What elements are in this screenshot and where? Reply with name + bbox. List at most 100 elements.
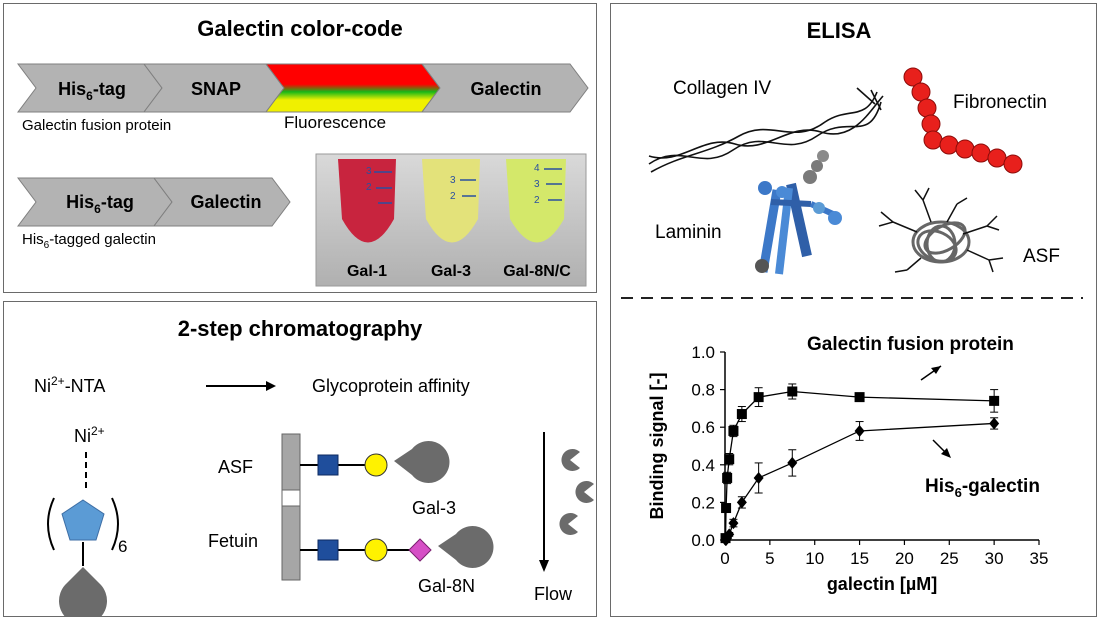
galectin-label-2: Galectin — [190, 192, 261, 212]
y-axis-label: Binding signal [-] — [647, 373, 667, 520]
panel-elisa: ELISA Collagen IV Fibronectin Laminin — [610, 3, 1097, 617]
eluted-galectin-icon — [561, 449, 580, 471]
y-tick-label: 0.6 — [691, 418, 715, 437]
glcnac-square-2 — [317, 539, 339, 561]
fusion-caption: Galectin fusion protein — [22, 117, 171, 134]
tube-label-gal-3: Gal-3 — [431, 263, 471, 280]
tube-label-gal-8nc: Gal-8N/C — [503, 263, 571, 280]
data-point-square — [989, 395, 1000, 406]
laminin-icon — [755, 150, 842, 275]
data-point-square — [753, 392, 764, 403]
asf-label: ASF — [218, 457, 253, 477]
data-point-square — [728, 425, 739, 436]
data-point-diamond — [753, 471, 764, 484]
data-point-diamond — [728, 517, 739, 530]
data-point-square — [724, 454, 735, 465]
fibronectin-label: Fibronectin — [953, 92, 1047, 113]
x-tick-label: 20 — [895, 549, 914, 568]
y-tick-label: 0.0 — [691, 531, 715, 550]
chromatography-title: 2-step chromatography — [178, 316, 423, 341]
x-tick-label: 15 — [850, 549, 869, 568]
y-tick-label: 1.0 — [691, 343, 715, 362]
histidine-pentagon — [61, 499, 105, 541]
data-point-diamond — [989, 417, 1000, 430]
data-point-diamond — [787, 456, 798, 469]
galectin-icon — [59, 567, 107, 621]
laminin-label: Laminin — [655, 222, 722, 243]
mark: 4 — [534, 163, 540, 174]
tube-gal-8nc — [506, 159, 566, 243]
data-point-diamond — [736, 496, 747, 509]
column-top — [281, 433, 301, 491]
step1-label: Ni2+-NTA — [34, 374, 105, 396]
histidine-count: 6 — [118, 537, 127, 556]
galactose-circle-2 — [364, 538, 388, 562]
fluorescence-caption: Fluorescence — [284, 113, 386, 132]
x-tick-label: 5 — [765, 549, 774, 568]
glcnac-square — [317, 454, 339, 476]
tube-gradations — [374, 168, 562, 204]
data-point-square — [721, 503, 732, 514]
chevron-his-tag — [17, 63, 163, 113]
flow-arrow-head — [539, 560, 549, 572]
series-label-his: His6-galectin — [925, 476, 1040, 500]
galactose-circle — [364, 453, 388, 477]
series-pointer-head — [931, 366, 941, 374]
data-point-square — [854, 392, 865, 403]
gal-8n-label: Gal-8N — [418, 576, 475, 596]
panel-color-code: Galectin color-code His6-tag SNAP Galect… — [3, 3, 597, 293]
x-tick-label: 0 — [720, 549, 729, 568]
gal-3-icon — [394, 441, 450, 483]
eluted-galectin-icon — [575, 481, 594, 503]
ni-label: Ni2+ — [74, 424, 105, 446]
sialic-acid-diamond — [408, 538, 432, 562]
tubes-photo: 3 2 3 2 4 3 2 Gal-1 Gal-3 Gal-8N/C — [315, 153, 587, 287]
panel-chromatography: 2-step chromatography Ni2+-NTA Glycoprot… — [3, 301, 597, 621]
data-point-diamond — [854, 424, 865, 437]
chevron-fluorescence — [265, 63, 441, 113]
y-tick-label: 0.4 — [691, 456, 715, 475]
mark: 3 — [450, 175, 456, 186]
x-tick-label: 35 — [1030, 549, 1049, 568]
asf-label: ASF — [1023, 246, 1060, 267]
elisa-title: ELISA — [807, 18, 872, 43]
column-bottom — [281, 505, 301, 581]
step2-label: Glycoprotein affinity — [312, 376, 470, 396]
chevron-galectin-2 — [153, 177, 291, 227]
mark: 3 — [366, 166, 372, 177]
series-line — [724, 390, 995, 539]
tube-gal-1 — [338, 159, 396, 243]
data-point-square — [787, 386, 798, 397]
collagen-iv-icon — [648, 87, 884, 173]
data-point-square — [736, 409, 747, 420]
x-tick-label: 30 — [985, 549, 1004, 568]
fetuin-label: Fetuin — [208, 531, 258, 551]
his-tag-label: His6-tag — [58, 79, 126, 103]
mark: 3 — [534, 179, 540, 190]
eluted-galectin-icon — [559, 513, 578, 535]
data-point-diamond — [724, 528, 735, 541]
his-tag-label-2: His6-tag — [66, 192, 134, 216]
y-tick-label: 0.2 — [691, 493, 715, 512]
chromatography-figure: 2-step chromatography Ni2+-NTA Glycoprot… — [34, 316, 594, 621]
mark: 2 — [534, 195, 540, 206]
mark: 2 — [366, 182, 372, 193]
mark: 2 — [450, 191, 456, 202]
x-tick-label: 10 — [805, 549, 824, 568]
tube-marks: 3 2 3 2 4 3 2 — [366, 163, 540, 206]
bracket-left — [47, 497, 55, 551]
collagen-label: Collagen IV — [673, 78, 772, 99]
elisa-figure: ELISA Collagen IV Fibronectin Laminin — [621, 18, 1083, 594]
color-code-title: Galectin color-code — [197, 16, 402, 41]
snap-label: SNAP — [191, 79, 241, 99]
x-axis-label: galectin [µM] — [827, 574, 937, 594]
chevron-galectin — [421, 63, 589, 113]
fibronectin-icon — [903, 67, 1023, 174]
step-arrow-head — [266, 381, 276, 391]
color-code-figure: Galectin color-code His6-tag SNAP Galect… — [17, 16, 589, 287]
column-gap — [281, 489, 301, 507]
his-caption: His6-tagged galectin — [22, 231, 156, 251]
y-tick-label: 0.8 — [691, 381, 715, 400]
gal-8n-icon — [438, 526, 494, 568]
